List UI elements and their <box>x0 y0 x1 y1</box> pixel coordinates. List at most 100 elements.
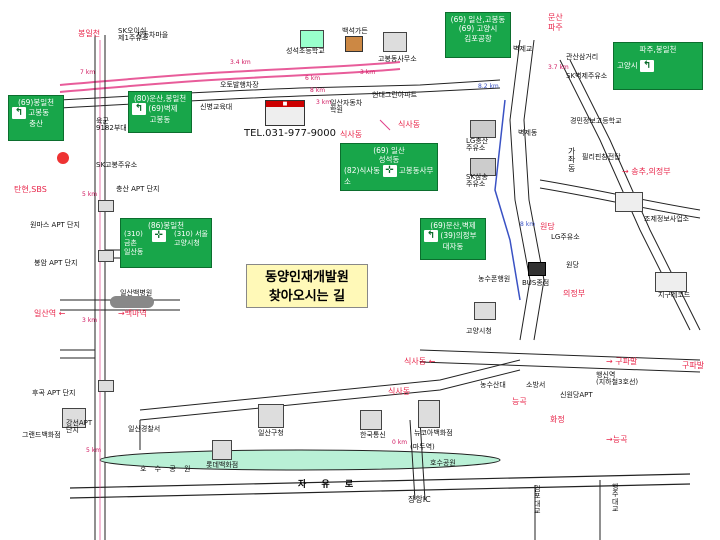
km-label: 0 km <box>392 439 408 446</box>
train-icon <box>110 296 154 308</box>
label-gangseon-apt: 강선APT 단지 <box>66 419 93 435</box>
label-bongilcheon: 봉일천 <box>78 29 101 38</box>
label-siksa-lower: 식사동 ← <box>404 357 436 366</box>
label-wonmas-apt: 원마스 APT 단지 <box>30 221 80 229</box>
label-recruit-center: 신병교육대 <box>200 103 233 111</box>
label-bus-terminal: BUS종점 <box>522 279 550 287</box>
label-siksa-2: 식사동 <box>340 130 363 139</box>
sign-bongilcheon-gobong: (69)봉일천 ↰ 고봉동 충산 <box>8 95 64 141</box>
turn-arrow-icon: ↰ <box>640 60 655 73</box>
label-ilsan-station: 일산역 ← <box>34 309 66 318</box>
apt-icon <box>98 200 114 212</box>
km-label: 3.7 km <box>548 64 569 71</box>
label-gobong-office: 고봉동사무소 <box>378 55 417 63</box>
sign-unsan-byeokje: (80)운산,봉일천 ↰ (69)벽제 고봉동 <box>128 91 192 133</box>
turn-arrow-icon: ↰ <box>132 103 146 116</box>
label-police: 일산경찰서 <box>128 425 161 433</box>
label-fire-station: 소방서 <box>526 381 546 389</box>
label-agri-bank: 농수폰행원 <box>478 275 511 283</box>
label-byeokje-dong: 벽제동 <box>518 129 538 137</box>
label-paju: 파주 <box>548 23 563 32</box>
label-gimpo-bridge: 김 포 대 교 <box>534 485 541 516</box>
label-army-camp: 육군 9182부대 <box>96 117 127 133</box>
building-icon <box>470 158 496 176</box>
km-label: 3 km <box>360 69 376 76</box>
km-label: 8 km <box>310 87 326 94</box>
label-madu-station: (마두역) <box>410 443 435 451</box>
building-icon <box>470 120 496 138</box>
label-kyungmin: 경민정보고등학교 <box>570 117 622 125</box>
label-business-office: 조제정보사업소 <box>644 215 690 223</box>
label-wondang: 원당 <box>540 222 555 231</box>
apt-icon <box>98 250 114 262</box>
label-siksa-bottom: 식사동 <box>388 387 411 396</box>
km-label: 5 km <box>86 447 102 454</box>
label-neunggok: 능곡 <box>512 397 527 406</box>
label-sk-samsong: SK삼송 주유소 <box>466 173 488 189</box>
building-icon <box>383 32 407 52</box>
label-lake-park: 호 수 공 원 <box>140 465 194 473</box>
label-gupabal-2: 구파발 <box>682 361 705 370</box>
building-icon <box>360 410 382 430</box>
label-lake-park-2: 호수공원 <box>430 459 456 467</box>
label-sk-gobong: SK고봉주유소 <box>96 161 138 169</box>
km-label: 7 km <box>80 69 96 76</box>
label-ilsan-gu-office: 일산구청 <box>258 429 284 437</box>
label-hyundai-green: 현대그린아파트 <box>372 91 418 99</box>
sign-munsan-uijeongbu: (69)문산,벽제 ↰ (39)의정부 대자동 <box>420 218 486 260</box>
label-grand-dept: 그랜드백화점 <box>22 431 61 439</box>
label-chungsan-apt: 충산 APT 단지 <box>116 185 160 193</box>
label-bongam-apt: 봉암 APT 단지 <box>34 259 78 267</box>
label-sk-oil: SK오이쉬 제1주유소 <box>118 27 149 43</box>
label-haengju-bridge: 행 주 대 교 <box>612 483 619 514</box>
label-songchu: → 송추,의정부 <box>622 167 671 176</box>
label-uijeongbu: 의정부 <box>563 289 586 298</box>
label-lg-gas-2: LG주유소 <box>551 233 580 241</box>
label-lotte: 롯데백화점 <box>206 461 239 469</box>
label-jigu-record: 지구레코드 <box>658 291 691 299</box>
label-sinwon-apt: 신원당APT <box>560 391 593 399</box>
label-korea-telecom: 한국통신 <box>360 431 386 439</box>
label-jayuro: 자 유 로 <box>298 480 360 490</box>
label-gajwa: 가 좌 동 <box>568 147 576 173</box>
title-line1: 동양인재개발원 <box>265 270 349 285</box>
km-label: 6 km <box>305 75 321 82</box>
cross-arrow-icon: ✛ <box>151 230 166 243</box>
km-label: 8 km <box>520 221 536 228</box>
label-munsan: 문산 <box>548 13 563 22</box>
sign-ilsan-gobong: (69) 일산,고봉동 (69) 고양시 김포공항 <box>445 12 511 58</box>
turn-arrow-icon: ↰ <box>12 107 26 120</box>
label-janghang-ic: 장항IC <box>408 495 431 504</box>
label-newcore: 뉴코아백화점 <box>414 429 453 437</box>
label-memorial: 필리핀참전탑 <box>582 153 621 161</box>
label-hugok-apt: 후곡 APT 단지 <box>32 389 76 397</box>
turn-arrow-icon: ↰ <box>424 230 438 243</box>
building-icon <box>258 404 284 428</box>
label-baekje-gyo: 벽제교 <box>513 45 533 53</box>
map-title: 동양인재개발원 찾아오시는 길 <box>246 264 368 308</box>
label-lg-gas: LG충산 주유소 <box>466 137 489 153</box>
label-haengsin-station: 행신역 (지하철3호선) <box>596 371 639 387</box>
label-baekseok: 백석가든 <box>342 27 368 35</box>
telephone: TEL.031-977-9000 <box>244 128 337 139</box>
apt-icon <box>98 380 114 392</box>
label-hwajeong: 화정 <box>550 415 565 424</box>
km-label: 3 km <box>82 317 98 324</box>
building-icon <box>474 302 496 320</box>
label-neunggok-2: →능곡 <box>606 435 628 444</box>
km-label: 5 km <box>82 191 98 198</box>
label-jadong-car: 자동차마을 <box>136 31 169 39</box>
label-gupabal: → 구파발 <box>606 357 638 366</box>
label-baekma: →백마역 <box>118 309 147 318</box>
label-agri-univ: 농수산대 <box>480 381 506 389</box>
label-ilsan-academy: 일산자동차 학원 <box>330 99 363 115</box>
building-icon <box>418 400 440 428</box>
km-label: 3 km <box>316 99 332 106</box>
km-label: 3.4 km <box>230 59 251 66</box>
building-icon <box>615 192 643 212</box>
title-line2: 찾아오시는 길 <box>268 289 346 304</box>
sign-paju-bongilcheon: 파주,봉일천 고양시 ↰ <box>613 42 703 90</box>
building-icon <box>345 36 363 52</box>
